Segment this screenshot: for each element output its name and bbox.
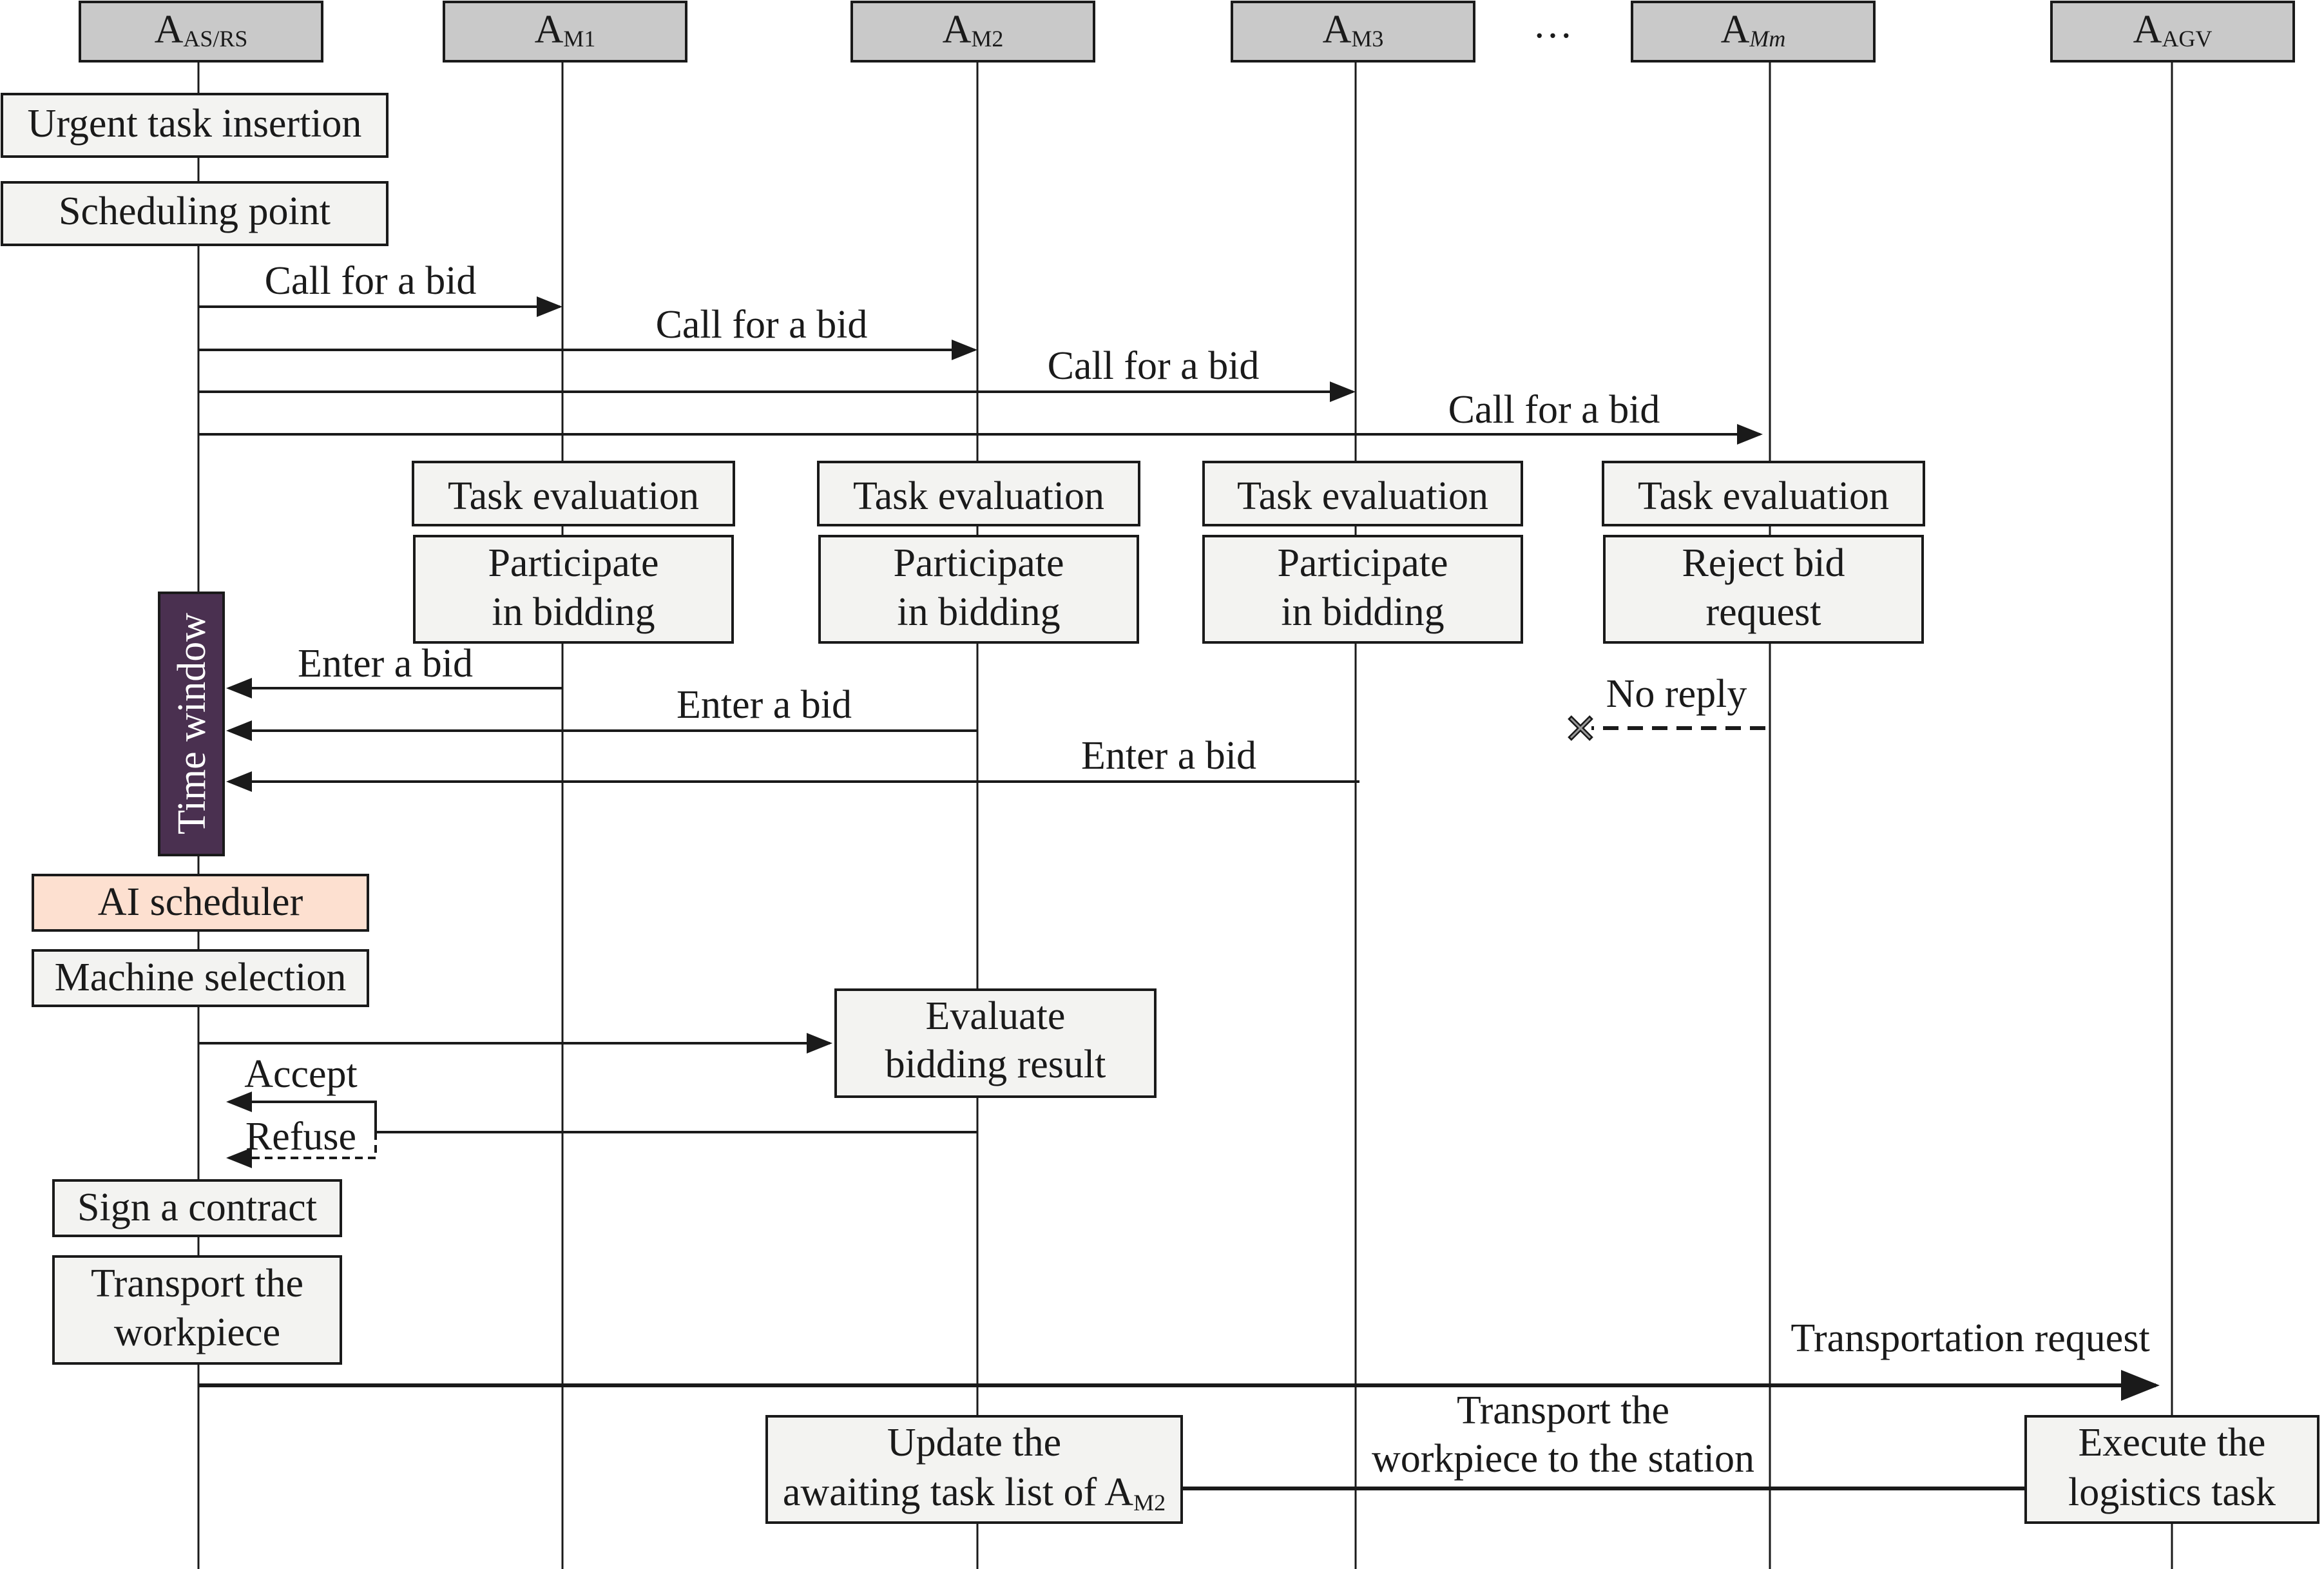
participate-line1-m1: Participate xyxy=(488,541,658,585)
header-m2-sub: M2 xyxy=(971,26,1003,52)
header-ellipsis: … xyxy=(1533,3,1573,46)
accept-label: Accept xyxy=(244,1052,358,1096)
time-window-label: Time window xyxy=(170,613,214,834)
transport-to-station-line2: workpiece to the station xyxy=(1372,1437,1754,1481)
execute-logistics-line2: logistics task xyxy=(2068,1470,2276,1514)
task-evaluation-box-mm xyxy=(1602,461,1925,526)
participate-line1-m3: Participate xyxy=(1277,541,1448,585)
transportation-request-label: Transportation request xyxy=(1791,1316,2149,1360)
call-for-bid-label-m2: Call for a bid xyxy=(656,303,868,347)
header-agv-main: A xyxy=(2133,8,2162,52)
svg-text:AAGV: AAGV xyxy=(2133,8,2213,52)
enter-bid-label-m2: Enter a bid xyxy=(677,683,852,727)
sign-contract-box xyxy=(52,1179,342,1237)
evaluate-box xyxy=(834,988,1157,1098)
header-asrs: AAS/RS xyxy=(79,1,323,63)
accept-arrow xyxy=(226,1092,377,1132)
participate-box-m3 xyxy=(1202,535,1523,644)
update-task-list-line2-sub: M2 xyxy=(1133,1490,1166,1516)
svg-text:awaiting task list of AM2: awaiting task list of AM2 xyxy=(783,1470,1166,1516)
urgent-task-insertion-box xyxy=(1,93,389,158)
header-asrs-main: A xyxy=(155,8,184,52)
header-mm-sub: Mm xyxy=(1749,26,1785,52)
call-for-bid-label-m3: Call for a bid xyxy=(1048,344,1260,388)
header-m2: AM2 xyxy=(850,1,1095,63)
ai-scheduler-box xyxy=(32,874,369,932)
task-evaluation-label-m1: Task evaluation xyxy=(448,474,699,518)
svg-text:AM2: AM2 xyxy=(943,8,1004,52)
update-task-list-box xyxy=(765,1415,1183,1524)
refuse-label: Refuse xyxy=(245,1115,356,1159)
svg-text:AAS/RS: AAS/RS xyxy=(155,8,248,52)
transport-workpiece-line2: workpiece xyxy=(114,1311,280,1354)
no-reply-cross-icon xyxy=(1568,715,1593,741)
reject-line2-mm: request xyxy=(1705,590,1821,634)
svg-text:AM1: AM1 xyxy=(535,8,596,52)
sign-contract-label: Sign a contract xyxy=(77,1186,317,1229)
header-m2-main: A xyxy=(943,8,972,52)
header-agv: AAGV xyxy=(2050,1,2295,63)
task-evaluation-box-m1 xyxy=(412,461,735,526)
header-m1-main: A xyxy=(535,8,564,52)
participate-line1-m2: Participate xyxy=(893,541,1064,585)
header-asrs-sub: AS/RS xyxy=(183,26,247,52)
time-window-bar xyxy=(158,592,225,856)
execute-logistics-line1: Execute the xyxy=(2079,1421,2266,1465)
svg-text:AMm: AMm xyxy=(1721,8,1786,52)
participate-box-m1 xyxy=(413,535,734,644)
participate-box-m2 xyxy=(818,535,1139,644)
execute-logistics-box xyxy=(2024,1415,2319,1524)
enter-bid-label-m3: Enter a bid xyxy=(1081,734,1256,778)
machine-selection-box xyxy=(32,949,369,1007)
reject-box-mm xyxy=(1603,535,1924,644)
scheduling-point-label: Scheduling point xyxy=(59,189,331,233)
participate-line2-m3: in bidding xyxy=(1281,590,1444,634)
ai-scheduler-label: AI scheduler xyxy=(98,880,303,924)
reject-line1-mm: Reject bid xyxy=(1682,541,1845,585)
header-m3: AM3 xyxy=(1231,1,1475,63)
task-evaluation-label-mm: Task evaluation xyxy=(1638,474,1889,518)
svg-text:AM3: AM3 xyxy=(1323,8,1384,52)
header-agv-sub: AGV xyxy=(2162,26,2212,52)
no-reply-label: No reply xyxy=(1606,672,1747,716)
enter-bid-label-m1: Enter a bid xyxy=(298,642,473,686)
scheduling-point-box xyxy=(1,181,389,246)
header-m1: AM1 xyxy=(443,1,687,63)
machine-selection-label: Machine selection xyxy=(55,956,347,999)
evaluate-line1: Evaluate xyxy=(926,994,1066,1038)
header-mm-main: A xyxy=(1721,8,1750,52)
transport-to-station-line1: Transport the xyxy=(1457,1389,1669,1432)
header-m1-sub: M1 xyxy=(563,26,595,52)
update-task-list-line1: Update the xyxy=(887,1421,1061,1465)
call-for-bid-label-m1: Call for a bid xyxy=(265,259,477,303)
header-m3-main: A xyxy=(1323,8,1352,52)
participate-line2-m1: in bidding xyxy=(492,590,655,634)
call-for-bid-label-mm: Call for a bid xyxy=(1448,388,1660,432)
task-evaluation-label-m3: Task evaluation xyxy=(1237,474,1488,518)
task-evaluation-label-m2: Task evaluation xyxy=(853,474,1104,518)
refuse-arrow xyxy=(226,1132,377,1168)
task-evaluation-box-m2 xyxy=(817,461,1140,526)
transport-workpiece-line1: Transport the xyxy=(91,1262,303,1305)
evaluate-line2: bidding result xyxy=(885,1043,1106,1086)
header-mm: AMm xyxy=(1631,1,1876,63)
transport-workpiece-box xyxy=(52,1255,342,1365)
task-evaluation-box-m3 xyxy=(1202,461,1523,526)
participate-line2-m2: in bidding xyxy=(897,590,1060,634)
header-m3-sub: M3 xyxy=(1351,26,1383,52)
urgent-task-insertion-label: Urgent task insertion xyxy=(28,102,362,146)
update-task-list-line2-main: awaiting task list of A xyxy=(783,1470,1133,1514)
